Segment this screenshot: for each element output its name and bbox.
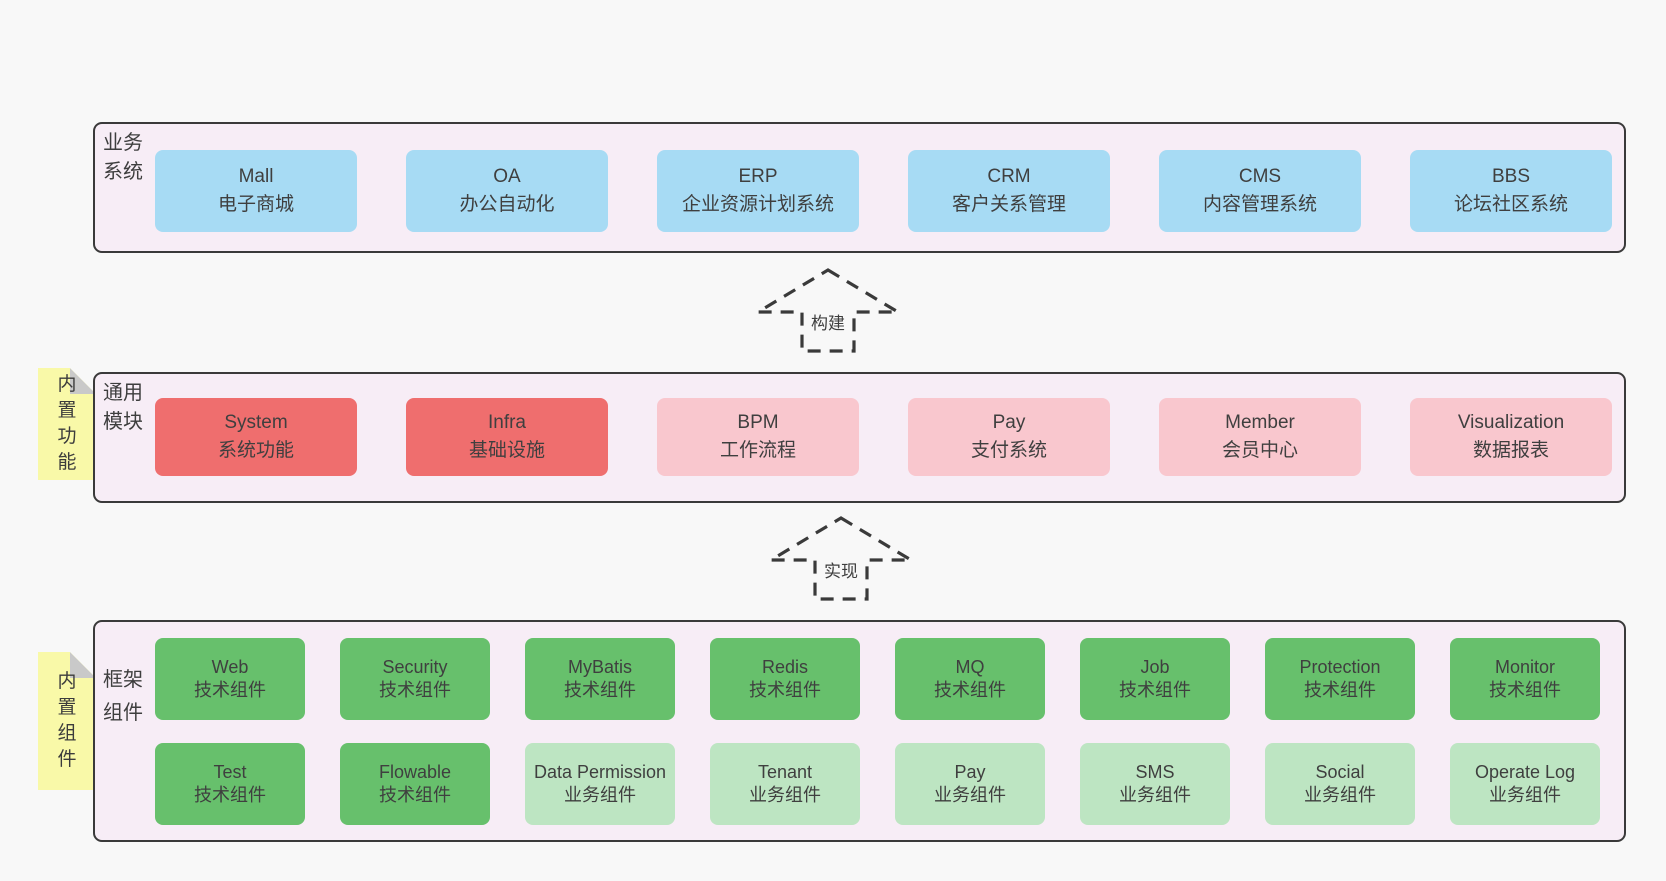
up-arrow-icon [766, 516, 916, 601]
box-oa: OA 办公自动化 [406, 150, 608, 232]
box-security: Security 技术组件 [340, 638, 490, 720]
common-modules-label: 通用模块 [103, 382, 143, 433]
box-pay-component: Pay 业务组件 [895, 743, 1045, 825]
common-modules-row: System 系统功能 Infra 基础设施 BPM 工作流程 Pay 支付系统… [155, 398, 1612, 476]
box-cms: CMS 内容管理系统 [1159, 150, 1361, 232]
box-protection: Protection 技术组件 [1265, 638, 1415, 720]
box-tenant: Tenant 业务组件 [710, 743, 860, 825]
up-arrow-icon [753, 268, 903, 353]
box-mall: Mall 电子商城 [155, 150, 357, 232]
implement-arrow: 实现 [766, 514, 916, 602]
business-systems-label: 业务系统 [103, 132, 143, 183]
box-data-permission: Data Permission 业务组件 [525, 743, 675, 825]
framework-components-grid: Web 技术组件 Security 技术组件 MyBatis 技术组件 Redi… [155, 638, 1600, 825]
builtin-features-note: 内置功能 [38, 368, 96, 480]
box-redis: Redis 技术组件 [710, 638, 860, 720]
builtin-components-note-label: 内置组件 [57, 671, 77, 770]
box-social: Social 业务组件 [1265, 743, 1415, 825]
implement-arrow-label: 实现 [820, 556, 862, 583]
build-arrow-label: 构建 [807, 308, 849, 335]
box-test: Test 技术组件 [155, 743, 305, 825]
box-bpm: BPM 工作流程 [657, 398, 859, 476]
business-systems-panel: 业务系统 Mall 电子商城 OA 办公自动化 ERP 企业资源计划系统 CRM… [93, 122, 1626, 253]
box-job: Job 技术组件 [1080, 638, 1230, 720]
box-flowable: Flowable 技术组件 [340, 743, 490, 825]
common-modules-panel: 通用模块 System 系统功能 Infra 基础设施 BPM 工作流程 Pay… [93, 372, 1626, 503]
box-monitor: Monitor 技术组件 [1450, 638, 1600, 720]
box-pay: Pay 支付系统 [908, 398, 1110, 476]
box-member: Member 会员中心 [1159, 398, 1361, 476]
box-operate-log: Operate Log 业务组件 [1450, 743, 1600, 825]
box-crm: CRM 客户关系管理 [908, 150, 1110, 232]
builtin-components-note: 内置组件 [38, 652, 96, 790]
builtin-features-note-label: 内置功能 [57, 374, 77, 473]
box-system: System 系统功能 [155, 398, 357, 476]
box-mq: MQ 技术组件 [895, 638, 1045, 720]
box-infra: Infra 基础设施 [406, 398, 608, 476]
build-arrow: 构建 [753, 266, 903, 354]
box-sms: SMS 业务组件 [1080, 743, 1230, 825]
box-mybatis: MyBatis 技术组件 [525, 638, 675, 720]
business-systems-row: Mall 电子商城 OA 办公自动化 ERP 企业资源计划系统 CRM 客户关系… [155, 150, 1612, 232]
framework-components-label: 框架组件 [103, 669, 143, 724]
box-web: Web 技术组件 [155, 638, 305, 720]
framework-components-panel: 框架组件 Web 技术组件 Security 技术组件 MyBatis 技术组件… [93, 620, 1626, 842]
box-bbs: BBS 论坛社区系统 [1410, 150, 1612, 232]
box-visualization: Visualization 数据报表 [1410, 398, 1612, 476]
box-erp: ERP 企业资源计划系统 [657, 150, 859, 232]
